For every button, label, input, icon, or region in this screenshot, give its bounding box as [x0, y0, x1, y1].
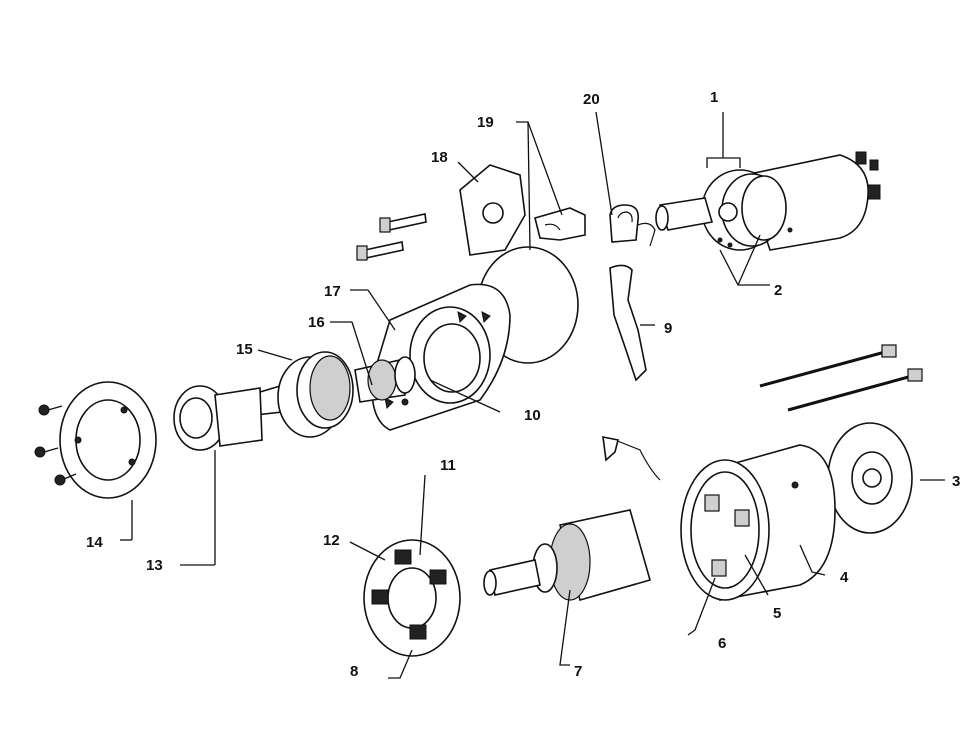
- label-16: 16: [308, 314, 325, 331]
- label-13: 13: [146, 557, 163, 574]
- label-2: 2: [774, 282, 782, 299]
- label-10: 10: [524, 407, 541, 424]
- armature-part: [483, 509, 651, 601]
- pinion-gear-part: [173, 385, 263, 451]
- end-cover-part: [59, 381, 157, 499]
- lever-part: [609, 264, 647, 382]
- label-18: 18: [431, 149, 448, 166]
- pinion-assembly-part: [241, 351, 416, 438]
- solenoid-part: [655, 151, 881, 251]
- label-1: 1: [710, 89, 718, 106]
- spring-clip-part: [609, 204, 656, 247]
- drive-housing-part: [371, 164, 579, 431]
- label-9: 9: [664, 320, 672, 337]
- yoke-part: [602, 435, 836, 601]
- label-7: 7: [574, 663, 582, 680]
- label-11: 11: [440, 457, 456, 474]
- label-4: 4: [840, 569, 849, 586]
- label-8: 8: [350, 663, 358, 680]
- label-6: 6: [718, 635, 726, 652]
- label-15: 15: [236, 341, 253, 358]
- brush-plate-part: [363, 539, 461, 657]
- label-20: 20: [583, 91, 600, 108]
- label-17: 17: [324, 283, 341, 300]
- bolt-parts-upper: [356, 213, 427, 261]
- label-3: 3: [952, 473, 960, 490]
- label-12: 12: [323, 532, 340, 549]
- part-number-labels: 1 2 3 4 5 6 7 8 9 10 11 12 13 14 15 16 1…: [86, 89, 960, 680]
- label-5: 5: [773, 605, 781, 622]
- bushing-part: [534, 207, 586, 241]
- label-19: 19: [477, 114, 494, 131]
- label-14: 14: [86, 534, 103, 551]
- leader-lines: [120, 111, 945, 679]
- through-bolt-parts: [759, 344, 923, 412]
- screw-parts-left: [34, 404, 77, 486]
- rear-cover-part: [827, 422, 913, 534]
